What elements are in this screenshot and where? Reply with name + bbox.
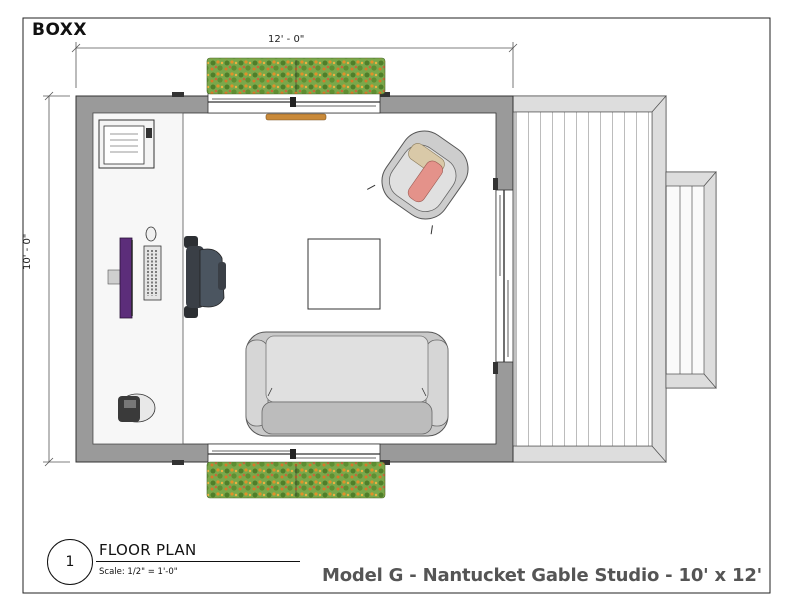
- waste-bin-icon: [118, 393, 156, 423]
- sheet-border: [22, 17, 771, 594]
- office-chair-icon: [184, 236, 226, 318]
- depth-dimension-label: 10' - 0": [22, 233, 33, 270]
- deck-icon: [512, 95, 667, 463]
- monitor-icon: [107, 237, 133, 319]
- view-number-bubble: 1: [47, 539, 93, 585]
- sliding-door-icon: [493, 178, 514, 374]
- view-title-underline: [96, 561, 300, 562]
- bottom-window: [172, 443, 390, 465]
- mouse-icon: [145, 226, 157, 242]
- model-title: Model G - Nantucket Gable Studio - 10' x…: [322, 565, 762, 586]
- view-title: FLOOR PLAN: [99, 541, 197, 559]
- brand-logo: BOXX: [32, 20, 88, 40]
- width-dimension-label: 12' - 0": [268, 34, 305, 45]
- lounge-chair-icon: [367, 130, 469, 235]
- depth-dimension: [43, 91, 70, 467]
- coffee-table-icon: [307, 238, 381, 310]
- planter-icon: [206, 57, 386, 499]
- printer-icon: [98, 119, 155, 169]
- keyboard-icon: [143, 245, 162, 301]
- view-scale: Scale: 1/2" = 1'-0": [99, 567, 178, 577]
- width-dimension: [71, 42, 518, 88]
- top-window: [172, 91, 390, 121]
- sofa-icon: [245, 331, 449, 437]
- steps-icon: [665, 171, 717, 389]
